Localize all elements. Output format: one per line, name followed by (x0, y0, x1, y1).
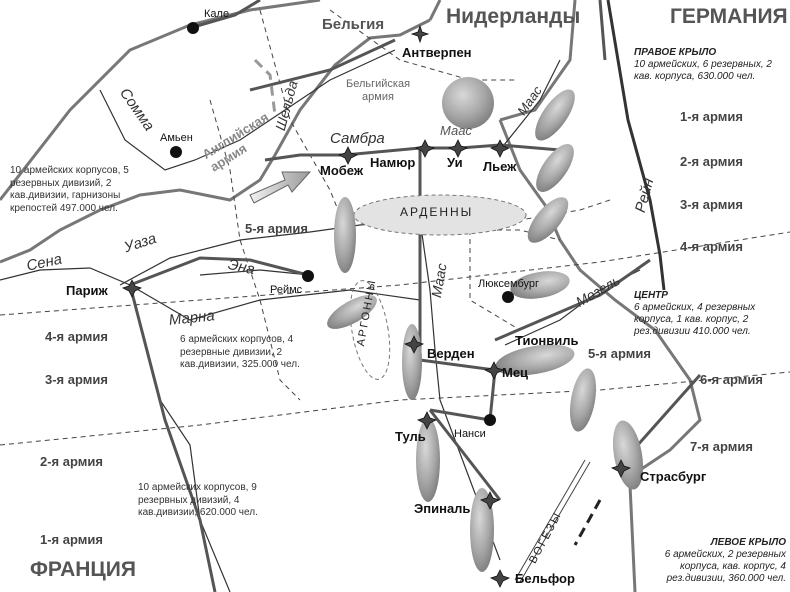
german-army-7: 7-я армия (690, 439, 753, 454)
left-wing-title: ЛЕВОЕ КРЫЛО (710, 537, 786, 548)
french-north-note: 10 армейских корпусов, 5 резервных дивиз… (10, 165, 129, 214)
german-army-6: 6-я армия (700, 372, 763, 387)
british-army-arrow (249, 171, 312, 204)
city-nancy: Нанси (454, 428, 486, 440)
rhine-river (606, 0, 666, 291)
city-amiens: Амьен (160, 132, 193, 144)
ardennes-label: АРДЕННЫ (400, 205, 474, 219)
country-netherlands: Нидерланды (446, 5, 581, 28)
city-huy: Уи (447, 155, 463, 170)
city-liege: Льеж (483, 159, 517, 174)
city-thionville: Тионвиль (515, 333, 579, 348)
german-army-1: 1-я армия (680, 109, 743, 124)
center-title: ЦЕНТР (634, 290, 668, 301)
fortress-markers (121, 24, 632, 588)
belgian-army-blob (442, 77, 494, 129)
german-army-3: 3-я армия (680, 197, 743, 212)
french-center-note: 6 армейских корпусов, 4 резервные дивизи… (180, 334, 300, 370)
left-wing-text: 6 армейских, 2 резервных корпуса, кав. к… (664, 549, 786, 584)
french-army-5: 5-я армия (245, 221, 308, 236)
vosges-strip (514, 459, 591, 583)
city-calais: Кале (204, 8, 230, 20)
city-dots (170, 22, 514, 426)
city-maubeuge: Мобеж (320, 163, 364, 178)
center-note: ЦЕНТР 6 армейских, 4 резервных корпуса, … (634, 290, 774, 338)
belgian-army-label: Бельгийская армия (345, 78, 411, 103)
river-meuse-1: Маас (440, 123, 472, 138)
city-antwerp: Антверпен (402, 45, 472, 60)
left-wing-note: ЛЕВОЕ КРЫЛО 6 армейских, 2 резервных кор… (648, 537, 786, 585)
city-paris: Париж (66, 283, 108, 298)
argonne-area (349, 280, 391, 380)
river-sambre: Самбра (330, 130, 385, 147)
german-army-4: 4-я армия (680, 239, 743, 254)
country-belgium: Бельгия (322, 16, 385, 33)
right-wing-note: ПРАВОЕ КРЫЛО 10 армейских, 6 резервных, … (634, 47, 784, 83)
vosges-dash (573, 499, 602, 546)
city-verdun: Верден (427, 346, 475, 361)
city-luxembourg: Люксембург (478, 278, 540, 290)
center-text: 6 армейских, 4 резервных корпуса, 1 кав.… (634, 302, 756, 337)
country-germany: ГЕРМАНИЯ (670, 5, 788, 28)
city-belfort: Бельфор (515, 571, 575, 586)
french-south-note: 10 армейских корпусов, 9 резервных дивиз… (138, 482, 258, 518)
french-army-1: 1-я армия (40, 532, 103, 547)
city-epinal: Эпиналь (414, 501, 471, 516)
french-army-3: 3-я армия (45, 372, 108, 387)
city-toul: Туль (395, 429, 426, 444)
city-reims: Реймс (270, 284, 303, 296)
city-strasbourg: Страсбург (640, 469, 707, 484)
city-namur: Намюр (370, 155, 416, 170)
right-wing-title: ПРАВОЕ КРЫЛО (634, 47, 717, 58)
german-army-5: 5-я армия (588, 346, 651, 361)
dashed-hook (253, 58, 277, 116)
german-army-2: 2-я армия (680, 154, 743, 169)
french-army-2: 2-я армия (40, 454, 103, 469)
city-metz: Мец (502, 365, 529, 380)
right-wing-text: 10 армейских, 6 резервных, 2 кав. корпус… (634, 59, 772, 82)
french-army-4: 4-я армия (45, 329, 108, 344)
country-france: ФРАНЦИЯ (30, 558, 136, 581)
